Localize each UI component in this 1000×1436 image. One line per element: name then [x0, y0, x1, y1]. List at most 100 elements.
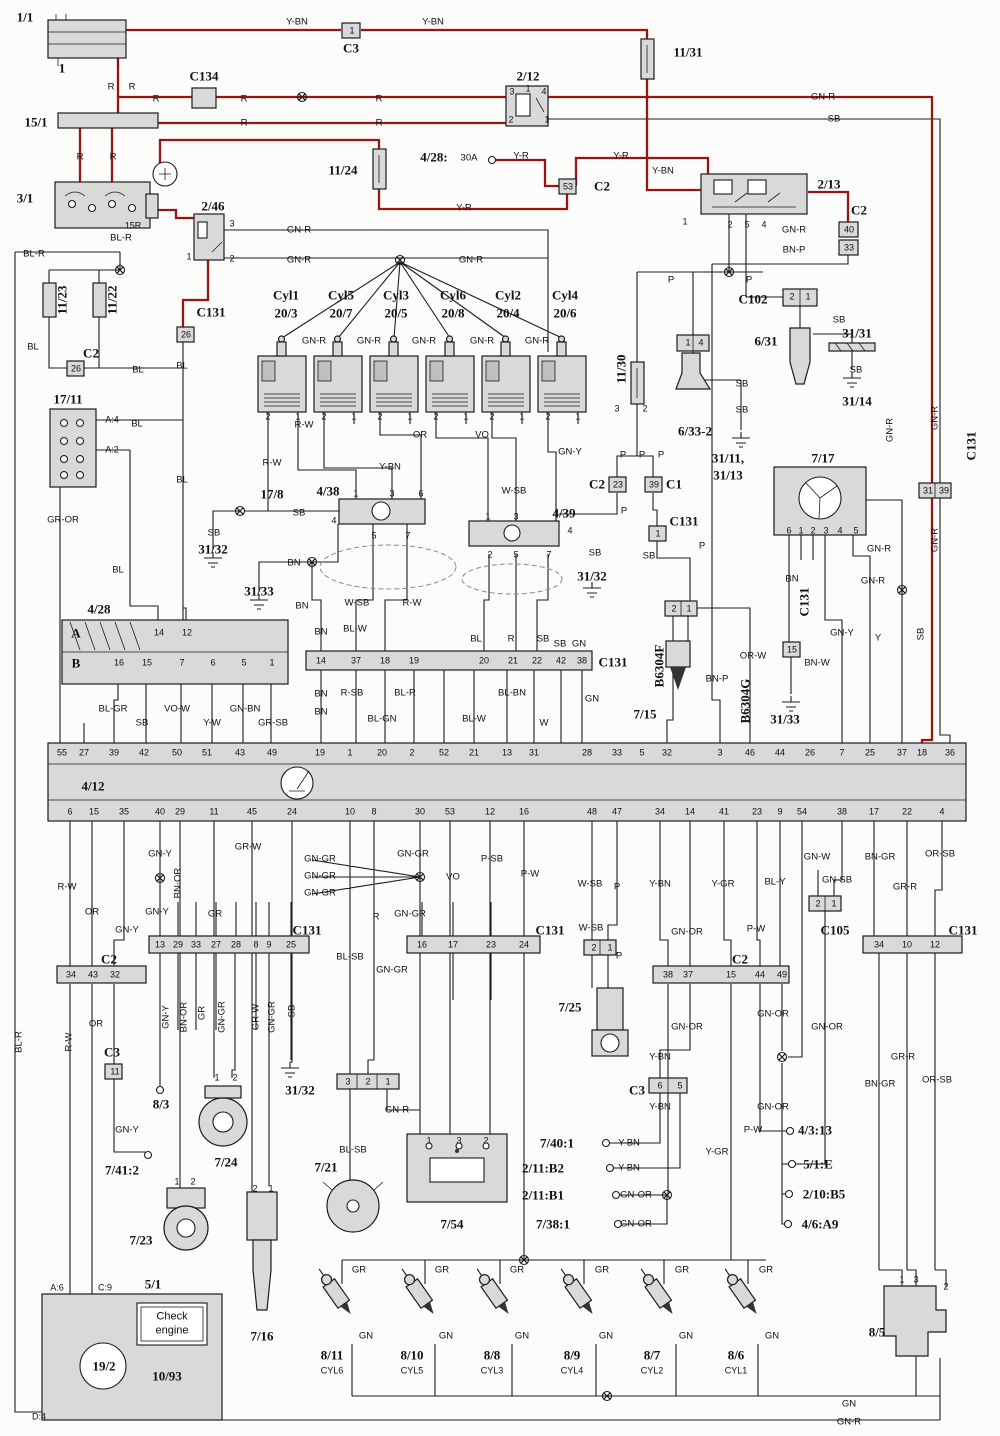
component-ref-label: 20/5	[384, 305, 408, 321]
pin-number-label: 11	[110, 1066, 120, 1077]
pin-number-label: 3	[345, 1076, 351, 1087]
pin-number-label: 2	[265, 411, 271, 422]
wire-color-label: GN-R	[860, 575, 886, 587]
connector-c2-pin23-box	[608, 476, 627, 493]
pin-number-label: 42	[138, 747, 150, 758]
component-ref-label: 11/30	[613, 354, 629, 384]
ignition-coil-cyl2	[481, 335, 531, 413]
component-ref-label: 20/7	[329, 305, 353, 321]
wire-color-label: 30A	[460, 152, 478, 164]
pin-number-label: 23	[751, 806, 763, 817]
ignition-coil-cyl4	[537, 335, 587, 413]
sensor-6-31	[789, 327, 811, 385]
wire-color-label: BL	[27, 341, 39, 353]
wire-color-label: GN-R	[469, 335, 495, 347]
component-ref-label: Cyl3	[383, 287, 409, 303]
component-ref-label: 11/23	[54, 285, 70, 315]
wire-color-label: Y-BN	[422, 16, 444, 28]
wire-color-label: GN-OR	[620, 1189, 652, 1201]
pin-number-label: 27	[210, 939, 222, 950]
pin-number-label: 1	[174, 1176, 180, 1187]
component-ref-label: 17/11	[53, 391, 83, 407]
pin-number-label: 1	[214, 1072, 220, 1083]
component-ref-label: 20/8	[441, 305, 465, 321]
component-ref-label: 2/46	[201, 198, 225, 214]
component-ref-label: 7/40:1	[540, 1135, 574, 1151]
component-ref-label: B6304F	[651, 644, 667, 688]
component-ref-label: 8/11	[320, 1347, 344, 1363]
component-ref-label: 4/6:A9	[801, 1216, 839, 1232]
component-ref-label: 17/8	[260, 486, 284, 502]
connector-label: C131	[796, 587, 812, 617]
connector-4-28-ab	[61, 619, 289, 685]
sensor-7-21	[322, 1179, 384, 1233]
pin-number-label: 5	[513, 549, 519, 560]
pin-number-label: 12	[484, 806, 496, 817]
wire-color-label: BL-R	[13, 1031, 25, 1053]
connector-label: C3	[104, 1044, 120, 1060]
pin-number-label: 53	[444, 806, 456, 817]
wire-color-label: OR	[88, 1018, 104, 1030]
wire-color-label: GN-Y	[115, 924, 139, 936]
pin-number-label: 1	[295, 411, 301, 422]
fuse-11-22	[92, 282, 107, 318]
note-label: Check	[156, 1310, 188, 1323]
wire-color-label: GR	[207, 908, 223, 920]
component-ref-label: 31/33	[770, 711, 800, 727]
sensor-7-15	[665, 640, 691, 690]
pin-number-label: 4	[698, 337, 704, 348]
wire-color-label: GR-W	[250, 1003, 262, 1031]
component-ref-label: 8/5	[868, 1324, 886, 1340]
pin-number-label: 8	[371, 806, 377, 817]
pin-number-label: 12	[181, 627, 193, 638]
wire-color-label: SB	[642, 550, 656, 562]
connector-label: C131	[196, 304, 226, 320]
wire-color-label: GN	[584, 693, 600, 705]
pin-number-label: 51	[201, 747, 213, 758]
component-ref-label: 7/15	[633, 706, 657, 722]
pin-number-label: 7	[546, 549, 552, 560]
wire-color-label: P	[657, 449, 665, 461]
sensor-6-33-2	[675, 352, 712, 390]
unit-7-17	[773, 466, 867, 536]
wire-color-label: GN-R	[836, 1416, 862, 1428]
pin-number-label: 49	[266, 747, 278, 758]
wire-color-label: BL	[176, 474, 188, 486]
connector-c1-pin39-box	[644, 476, 663, 493]
wire-color-label: BL-SB	[336, 951, 364, 963]
pin-number-label: 1	[805, 291, 811, 302]
connector-label: C131	[948, 922, 978, 938]
component-ref-label: 20/6	[553, 305, 577, 321]
injector-8-7	[634, 1264, 679, 1319]
connector-c131-strip	[305, 650, 593, 671]
connector-label: C131	[598, 654, 628, 670]
wire-color-label: BL	[131, 418, 143, 430]
pin-number-label: 2	[229, 253, 235, 264]
ground-strap-31-31	[828, 342, 876, 352]
pin-number-label: 28	[581, 747, 593, 758]
component-ref-label: 7/41:2	[105, 1162, 139, 1178]
pin-number-label: 4	[837, 525, 843, 536]
wire-color-label: GN-Y	[145, 906, 169, 918]
component-ref-label: B6304G	[737, 678, 753, 724]
pin-number-label: 35	[118, 806, 130, 817]
component-ref-label: 7/21	[314, 1159, 338, 1175]
component-ref-label: 11/24	[328, 162, 358, 178]
pin-number-label: 2	[642, 403, 648, 414]
pin-number-label: 26	[180, 329, 192, 340]
pin-number-label: 3	[389, 488, 395, 499]
wire-color-label: VO	[446, 871, 460, 883]
wire-color-label: GN-OR	[620, 1218, 652, 1230]
pin-number-label: 2	[252, 1183, 258, 1194]
wire-color-label: P	[613, 881, 621, 893]
connector-c105-box	[808, 895, 842, 912]
wire-color-label: GN-R	[411, 335, 437, 347]
component-ref-label: 10/93	[152, 1368, 182, 1384]
pin-number-label: 3	[513, 511, 519, 522]
component-ref-label: 7/54	[440, 1216, 464, 1232]
wires-red	[78, 28, 934, 743]
wire-color-label: BN-OR	[172, 867, 184, 899]
wire-color-label: GN-R	[301, 335, 327, 347]
connector-label: C131	[292, 922, 322, 938]
